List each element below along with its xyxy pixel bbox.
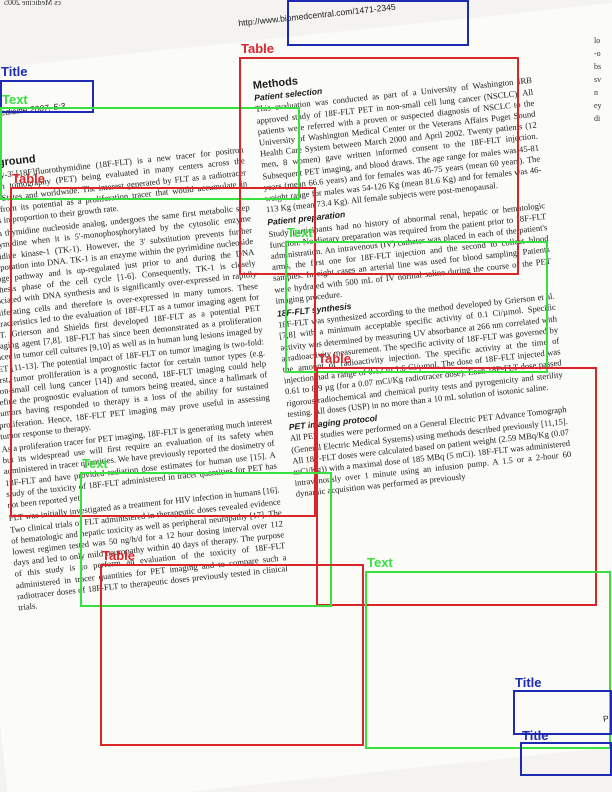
annotation-box-table <box>10 187 316 517</box>
annotation-label: Text <box>367 555 393 570</box>
annotation-label: Title <box>1 64 28 79</box>
annotation-box-table <box>316 367 597 606</box>
annotation-label: Text <box>287 225 313 240</box>
annotation-label: Title <box>515 675 542 690</box>
annotation-box-table <box>239 57 519 275</box>
annotation-label: Text <box>2 92 28 107</box>
annotation-box-text <box>365 571 611 749</box>
annotation-label: Title <box>522 728 549 743</box>
annotation-box-title <box>520 742 612 776</box>
annotation-label: Table <box>318 351 351 366</box>
annotation-box-text <box>80 472 332 607</box>
annotation-label: Table <box>12 171 45 186</box>
annotation-box-text <box>285 241 548 373</box>
bleed-through-text: cs Medicine 2005 <box>4 0 61 7</box>
next-page-edge: lo -o bs sv n ey di <box>594 36 602 123</box>
annotation-box-title <box>287 0 469 46</box>
annotation-box-text <box>0 107 300 200</box>
annotation-box-table <box>100 564 364 746</box>
annotation-box-title <box>0 80 94 113</box>
annotation-label: Table <box>241 41 274 56</box>
annotation-label: Table <box>102 548 135 563</box>
annotation-box-title <box>513 690 612 735</box>
annotation-label: Text <box>82 456 108 471</box>
